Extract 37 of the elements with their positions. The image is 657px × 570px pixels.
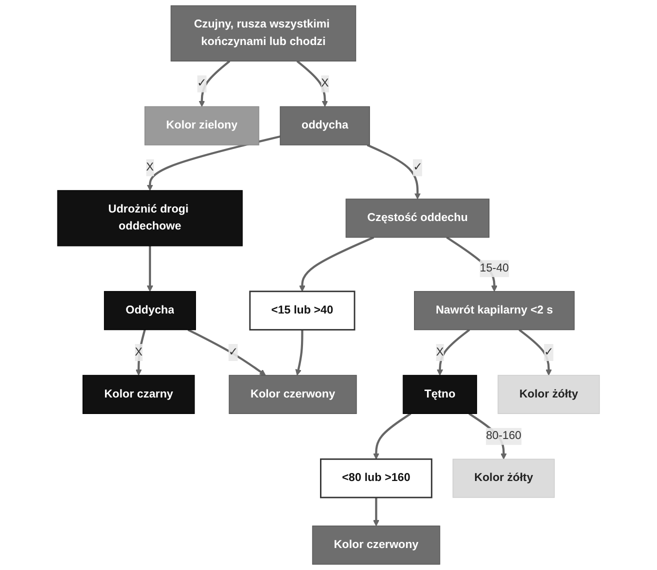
arrow <box>146 246 154 292</box>
node-box: Kolor żółty <box>452 458 555 498</box>
node-box: Tętno <box>402 374 478 414</box>
arrow <box>373 412 412 460</box>
node-box: Nawrót kapilarny <2 s <box>414 291 575 330</box>
arrow <box>295 330 304 376</box>
edge-label: ✓ <box>197 77 206 90</box>
node-box: Kolor czarny <box>82 374 195 414</box>
edge-label: X <box>134 346 142 358</box>
edge-label: ✓ <box>228 346 238 358</box>
edge-label: X <box>146 161 154 174</box>
edge-label: ✓ <box>544 346 554 358</box>
arrow <box>146 135 280 191</box>
node-box: Oddycha <box>104 291 196 330</box>
arrow <box>518 328 552 376</box>
arrow <box>373 498 380 526</box>
node-box: Częstość oddechu <box>346 198 490 238</box>
arrow <box>296 60 328 107</box>
arrow <box>436 328 470 376</box>
node-box: <15 lub >40 <box>249 290 356 330</box>
edge-label: ✓ <box>412 161 422 174</box>
arrow <box>188 328 266 376</box>
node-box: Czujny, rusza wszystkimi kończynami lub chodzi <box>170 5 356 62</box>
edge-label: 15-40 <box>480 262 509 274</box>
node-box: Udrożnić drogi oddechowe <box>57 190 243 246</box>
node-box: Kolor czerwony <box>228 374 357 414</box>
node-box: Kolor żółty <box>498 374 600 414</box>
node-box: Kolor czerwony <box>312 526 440 565</box>
arrow <box>299 236 374 292</box>
edge-label: X <box>436 346 444 358</box>
node-box: Kolor zielony <box>144 106 260 146</box>
arrow <box>198 60 230 107</box>
arrow <box>366 144 421 200</box>
edge-label: 80-160 <box>486 430 522 442</box>
edge-label: X <box>321 77 329 90</box>
node-box: oddycha <box>280 106 370 146</box>
node-box: <80 lub >160 <box>320 458 432 498</box>
